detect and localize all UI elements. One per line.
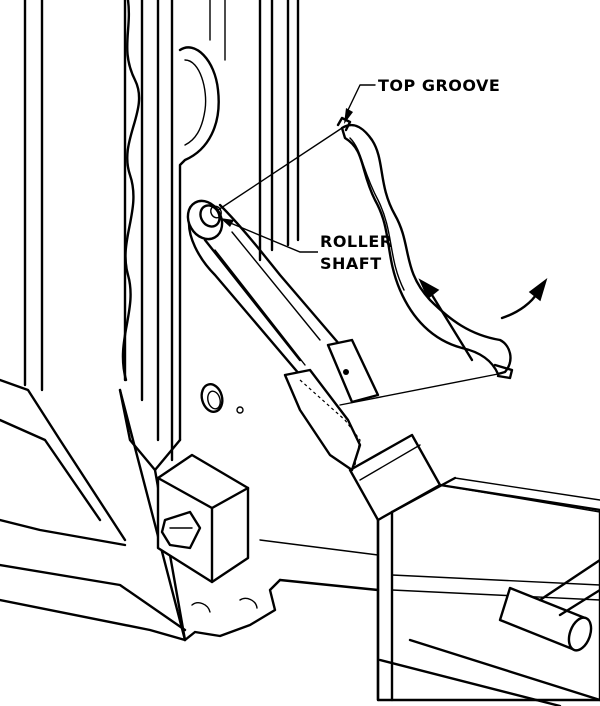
roller-assembly (186, 199, 224, 241)
side-plate-hole (200, 383, 244, 414)
base-frame (0, 378, 600, 706)
roller-shaft-label-line1: ROLLER (320, 232, 393, 251)
roller-shaft-label-line2: SHAFT (320, 254, 382, 273)
slide-plate (336, 116, 514, 380)
rotation-arrow-icon (500, 278, 548, 320)
hinge-plate (153, 46, 220, 472)
arm-lower-bracket (283, 338, 380, 472)
projection-lines (217, 127, 499, 406)
post-inner-rails (258, 0, 300, 262)
upward-arrow-icon (418, 278, 474, 362)
top-groove-label: TOP GROOVE (378, 76, 501, 95)
cylinder-pin (498, 558, 600, 652)
vertical-upright-post (23, 0, 226, 462)
bolt-block (156, 453, 250, 584)
